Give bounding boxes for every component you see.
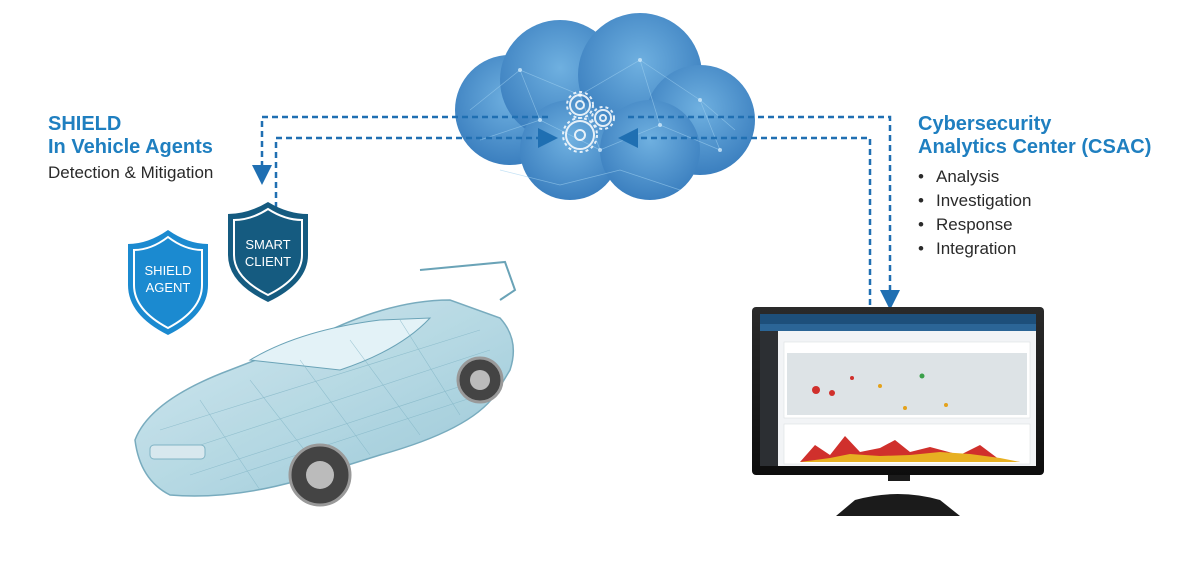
shield-agent-icon bbox=[128, 230, 208, 335]
csac-capabilities-list: •Analysis •Investigation •Response •Inte… bbox=[918, 165, 1188, 261]
shield-title: SHIELD bbox=[48, 113, 122, 135]
arrow-cloud-to-csac bbox=[628, 115, 900, 310]
csac-title-line1: Cybersecurity bbox=[918, 113, 1052, 135]
in-vehicle-agents-panel: SHIELD In Vehicle Agents Detection & Mit… bbox=[48, 113, 308, 185]
smart-client-label: SMART CLIENT bbox=[244, 237, 292, 269]
connection-arrows bbox=[252, 115, 900, 310]
list-item: •Response bbox=[918, 215, 1013, 234]
csac-title-line2: Analytics Center (CSAC) bbox=[918, 136, 1152, 158]
arrow-cloud-to-agents bbox=[252, 115, 548, 185]
detection-mitigation-subtitle: Detection & Mitigation bbox=[48, 163, 214, 182]
monitor-image bbox=[752, 307, 1044, 516]
csac-panel: Cybersecurity Analytics Center (CSAC) •A… bbox=[918, 113, 1188, 261]
in-vehicle-agents-title: In Vehicle Agents bbox=[48, 136, 213, 158]
shield-agent-label: SHIELD AGENT bbox=[144, 263, 192, 295]
smart-client-icon bbox=[228, 202, 308, 302]
cloud-icon bbox=[455, 13, 755, 200]
car-wireframe-image bbox=[134, 260, 517, 507]
list-item: •Integration bbox=[918, 239, 1017, 258]
list-item: •Analysis bbox=[918, 167, 1000, 186]
arrow-csac-to-cloud bbox=[618, 128, 872, 305]
arrow-agents-to-cloud bbox=[274, 128, 558, 208]
gears-icon bbox=[562, 91, 615, 153]
list-item: •Investigation bbox=[918, 191, 1032, 210]
